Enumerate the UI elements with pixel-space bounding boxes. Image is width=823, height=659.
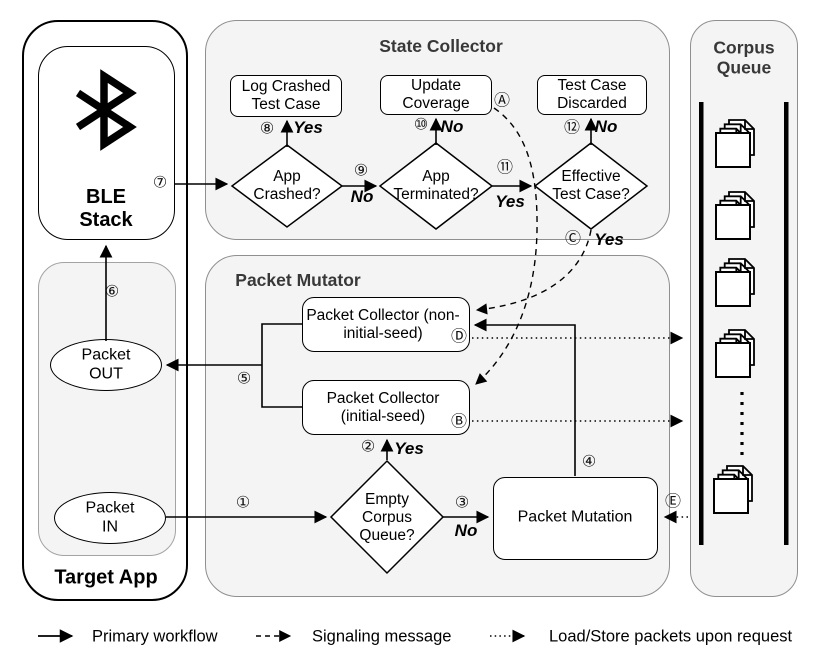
target-app-label: Target App bbox=[54, 566, 158, 589]
packet-in-label: Packet IN bbox=[85, 499, 135, 535]
branch-yes-c: Yes bbox=[594, 230, 624, 250]
signal-b: Ⓑ bbox=[450, 413, 468, 431]
packet-collector-non-initial-label: Packet Collector (non-initial-seed) bbox=[306, 307, 460, 342]
step-11: ⑪ bbox=[496, 159, 514, 177]
branch-no-9: No bbox=[350, 187, 374, 207]
signal-d: Ⓓ bbox=[450, 328, 468, 346]
step-7: ⑦ bbox=[152, 174, 168, 192]
packet-in-ellipse bbox=[54, 492, 166, 544]
legend-signaling-label: Signaling message bbox=[312, 627, 452, 646]
ble-stack-label: BLE Stack bbox=[79, 185, 133, 231]
log-crashed-test-case-label: Log Crashed Test Case bbox=[241, 78, 331, 113]
app-crashed-label: App Crashed? bbox=[253, 168, 321, 203]
step-5: ⑤ bbox=[236, 370, 252, 388]
step-4: ④ bbox=[581, 453, 597, 471]
branch-yes-2: Yes bbox=[394, 439, 424, 459]
packet-mutation-label: Packet Mutation bbox=[517, 508, 633, 526]
branch-no-10: No bbox=[440, 117, 464, 137]
empty-corpus-queue-label: Empty Corpus Queue? bbox=[359, 491, 415, 544]
legend-load-store-label: Load/Store packets upon request bbox=[549, 627, 793, 646]
step-12: ⑫ bbox=[563, 119, 581, 137]
step-9: ⑨ bbox=[353, 162, 369, 180]
branch-no-12: No bbox=[594, 117, 618, 137]
app-terminated-label: App Terminated? bbox=[393, 168, 479, 203]
step-3: ③ bbox=[454, 494, 470, 512]
packet-collector-initial-box bbox=[302, 380, 470, 435]
log-crashed-test-case-box bbox=[230, 75, 342, 117]
packet-mutator-title: Packet Mutator bbox=[235, 269, 361, 290]
test-case-discarded-box bbox=[537, 75, 647, 115]
branch-yes-8: Yes bbox=[293, 118, 323, 138]
packet-out-ellipse bbox=[50, 339, 162, 391]
update-coverage-label: Update Coverage bbox=[402, 77, 470, 112]
corpus-queue-title: Corpus Queue bbox=[713, 37, 775, 78]
packet-out-label: Packet OUT bbox=[81, 346, 131, 382]
signal-a: Ⓐ bbox=[493, 92, 511, 110]
signal-e: Ⓔ bbox=[664, 493, 682, 511]
legend-primary-label: Primary workflow bbox=[92, 627, 218, 646]
test-case-discarded-label: Test Case Discarded bbox=[557, 77, 627, 112]
step-8: ⑧ bbox=[259, 120, 275, 138]
packet-collector-non-initial-box bbox=[302, 297, 470, 352]
branch-yes-11: Yes bbox=[495, 192, 525, 212]
step-6: ⑥ bbox=[104, 283, 120, 301]
branch-no-3: No bbox=[454, 521, 478, 541]
effective-test-case-label: Effective Test Case? bbox=[552, 168, 630, 203]
step-10: ⑩ bbox=[413, 116, 429, 134]
packet-collector-initial-label: Packet Collector (initial-seed) bbox=[326, 390, 440, 425]
signal-c: Ⓒ bbox=[564, 230, 582, 248]
step-2: ② bbox=[360, 438, 376, 456]
corpus-queue-container bbox=[690, 20, 798, 597]
packet-mutation-box bbox=[493, 477, 658, 560]
update-coverage-box bbox=[380, 75, 492, 115]
state-collector-title: State Collector bbox=[379, 35, 503, 56]
step-1: ① bbox=[235, 494, 251, 512]
